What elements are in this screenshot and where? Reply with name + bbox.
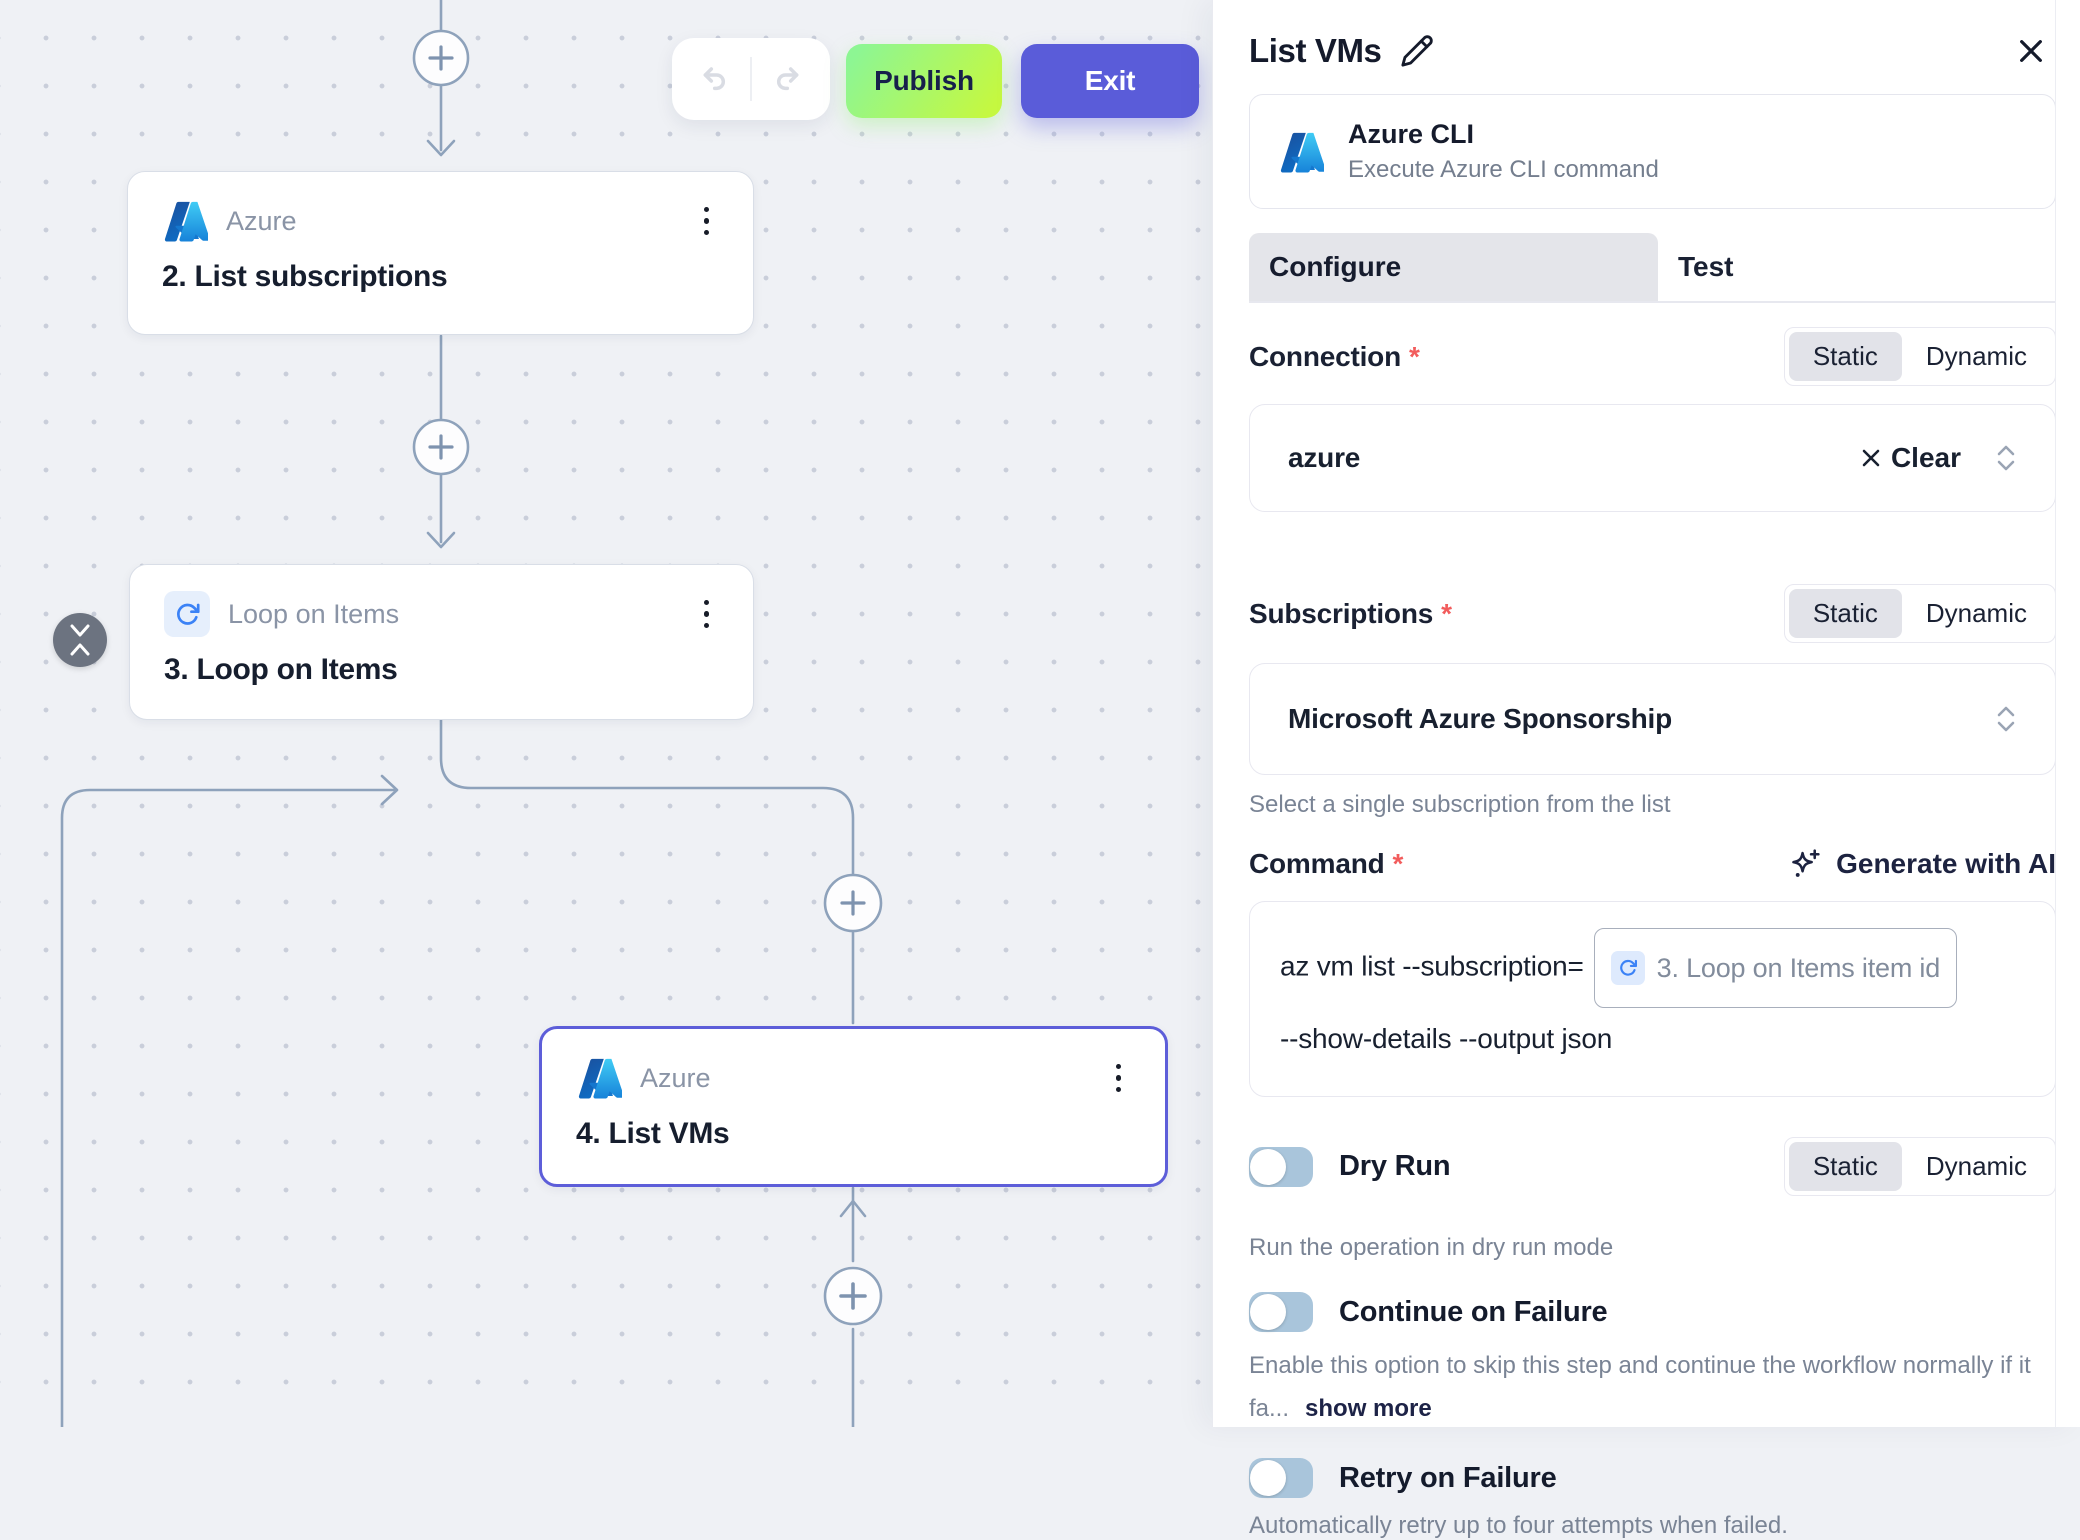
node-menu-button[interactable] <box>1106 1058 1132 1099</box>
retry-on-failure-helper: Automatically retry up to four attempts … <box>1249 1512 1788 1539</box>
dry-run-helper: Run the operation in dry run mode <box>1249 1234 1614 1261</box>
node-app-label: Loop on Items <box>228 598 400 629</box>
static-option[interactable]: Static <box>1788 332 1902 381</box>
azure-cli-icon <box>1280 132 1324 173</box>
publish-button[interactable]: Publish <box>846 44 1002 118</box>
dynamic-option[interactable]: Dynamic <box>1925 1151 2027 1181</box>
continue-on-failure-helper: Enable this option to skip this step and… <box>1249 1352 2031 1422</box>
dry-run-label: Dry Run <box>1339 1150 1451 1182</box>
panel-tabs: Configure Test <box>1249 233 2056 303</box>
dry-run-mode-toggle: Static Dynamic <box>1783 1137 2056 1196</box>
workflow-canvas[interactable]: Azure 2. List subscriptions Loop on Item… <box>0 0 1212 1427</box>
step-config-panel: List VMs Azure CLI Execute Azure CLI com… <box>1212 0 2080 1539</box>
rename-step-button[interactable] <box>1400 34 1434 68</box>
exit-button[interactable]: Exit <box>1021 44 1199 118</box>
required-mark: * <box>1441 597 1452 629</box>
subscriptions-helper: Select a single subscription from the li… <box>1249 791 1671 818</box>
undo-button[interactable] <box>688 51 744 107</box>
chevron-updown-icon <box>1997 445 2015 471</box>
app-card-name: Azure CLI <box>1348 119 1475 149</box>
app-card-description: Execute Azure CLI command <box>1348 156 1659 183</box>
subscriptions-value: Microsoft Azure Sponsorship <box>1288 703 1673 734</box>
add-step-button-mid[interactable] <box>413 419 469 475</box>
node-title: 4. List VMs <box>576 1117 730 1150</box>
connection-mode-toggle: Static Dynamic <box>1783 327 2056 386</box>
subscriptions-mode-toggle: Static Dynamic <box>1783 584 2056 643</box>
pencil-icon <box>1400 35 1433 67</box>
node-app-label: Azure <box>640 1062 711 1093</box>
panel-scrollbar[interactable] <box>2054 0 2056 1427</box>
node-loop-on-items[interactable]: Loop on Items 3. Loop on Items <box>129 564 754 720</box>
history-toolbar <box>672 38 830 120</box>
redo-button[interactable] <box>758 51 814 107</box>
loop-icon <box>1610 951 1645 985</box>
subscriptions-label: Subscriptions* <box>1249 597 1452 629</box>
node-list-subscriptions[interactable]: Azure 2. List subscriptions <box>127 171 754 335</box>
static-option[interactable]: Static <box>1788 1142 1902 1191</box>
continue-on-failure-toggle[interactable] <box>1249 1292 1313 1332</box>
retry-on-failure-label: Retry on Failure <box>1339 1461 1557 1494</box>
node-title: 3. Loop on Items <box>164 653 398 686</box>
panel-title: List VMs <box>1249 32 1382 69</box>
connection-select[interactable]: azure Clear <box>1249 404 2056 512</box>
dry-run-toggle[interactable] <box>1249 1146 1313 1187</box>
add-step-button-top[interactable] <box>413 30 469 86</box>
chip-label: 3. Loop on Items item id <box>1656 953 1941 983</box>
close-panel-button[interactable] <box>2015 35 2047 67</box>
node-menu-button[interactable] <box>694 201 720 242</box>
command-label: Command* <box>1249 848 1404 879</box>
tab-test[interactable]: Test <box>1658 233 2056 301</box>
azure-icon <box>578 1058 622 1099</box>
tab-configure[interactable]: Configure <box>1249 233 1658 301</box>
node-menu-button[interactable] <box>694 594 720 635</box>
subscriptions-select[interactable]: Microsoft Azure Sponsorship <box>1249 663 2056 775</box>
retry-on-failure-toggle[interactable] <box>1249 1458 1313 1498</box>
close-icon <box>2020 40 2042 62</box>
command-text-before: az vm list --subscription= <box>1280 950 1584 982</box>
clear-x-icon <box>1862 449 1880 467</box>
chevron-updown-icon <box>1997 706 2015 732</box>
loop-icon <box>164 591 210 637</box>
dynamic-option[interactable]: Dynamic <box>1925 598 2027 628</box>
dynamic-option[interactable]: Dynamic <box>1925 341 2027 371</box>
azure-icon <box>164 201 208 242</box>
generate-with-ai-button[interactable]: Generate with AI <box>1788 847 2056 881</box>
collapse-loop-button[interactable] <box>53 613 107 667</box>
add-step-button-loop[interactable] <box>825 875 881 931</box>
collapse-icon <box>70 643 90 656</box>
static-option[interactable]: Static <box>1788 589 1902 638</box>
node-app-label: Azure <box>226 205 297 236</box>
node-title: 2. List subscriptions <box>162 260 448 293</box>
redo-icon <box>776 67 799 91</box>
undo-icon <box>703 67 726 91</box>
sparkles-icon <box>1792 849 1820 877</box>
show-more-link[interactable]: show more <box>1305 1395 1432 1422</box>
required-mark: * <box>1392 848 1404 879</box>
node-list-vms[interactable]: Azure 4. List VMs <box>539 1026 1168 1187</box>
clear-connection-button[interactable]: Clear <box>1859 442 1961 474</box>
connection-value: azure <box>1288 442 1361 473</box>
loop-item-variable-chip[interactable]: 3. Loop on Items item id <box>1593 928 1958 1008</box>
command-text-after: --show-details --output json <box>1280 1023 1613 1054</box>
continue-on-failure-label: Continue on Failure <box>1339 1295 1608 1328</box>
connection-label: Connection* <box>1249 340 1420 372</box>
command-input[interactable]: az vm list --subscription= 3. Loop on Ite… <box>1249 901 2056 1097</box>
workflow-edges <box>60 0 883 1427</box>
collapse-icon <box>70 624 90 637</box>
app-card: Azure CLI Execute Azure CLI command <box>1249 94 2056 209</box>
add-step-button-bottom[interactable] <box>825 1268 881 1324</box>
required-mark: * <box>1409 340 1420 372</box>
